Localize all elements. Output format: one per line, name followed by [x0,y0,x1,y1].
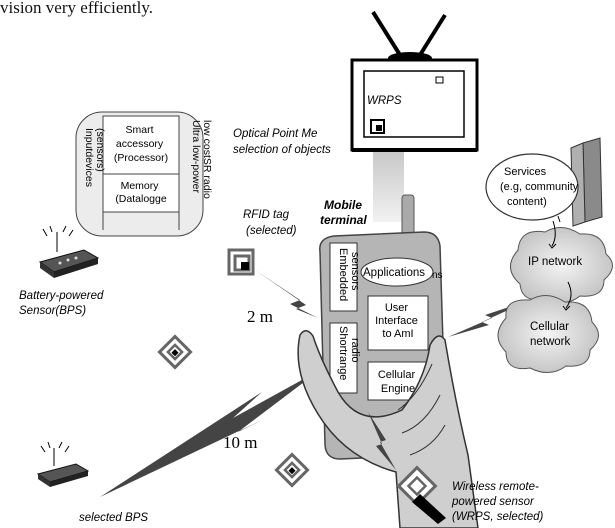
phone-applications-label: Applications [363,267,425,279]
hand-finger-lines [397,363,446,456]
cellular-network-label: Cellular network [530,321,572,348]
lightning-2m-icon [255,270,318,318]
distance-2m-label: 2 m [247,307,273,326]
rfid-tag-icon [227,248,255,276]
optical-label-line1: Optical Point Me [233,128,317,140]
server-icon [570,137,603,227]
phone-embedded-line1: Embedded [337,248,349,301]
mobile-terminal-label: Mobile terminal [320,198,367,227]
phone-shortrange-line2: radio [349,338,361,362]
sensor-node-diagram: Inputdevices (sensors) Smart accessory (… [75,111,213,237]
phone-ui-line2: Interface [375,315,418,327]
wireless-remote-line3: (WRPS, selected) [452,511,544,523]
mobile-phone: Embedded sensors Applications ns Shortra… [319,231,447,460]
header-text: vision very efficiently. [0,0,153,17]
services-line1: Services [504,166,547,178]
battery-sensor-line2: Sensor(BPS) [19,305,86,317]
lightning-10m-icon [100,370,320,497]
cellular-network-line2: network [530,336,571,348]
sensor-radio-line1: Ultra low-power [190,120,202,193]
sensor-memory-line1: Memory [121,180,160,192]
phone-embedded-line2: sensors [349,252,361,291]
sensor-input-line2: (sensors) [94,128,106,172]
phone-shortrange-label: Shortrange radio [337,326,361,384]
sensor-input-line1: Inputdevices [83,128,95,187]
phone-ui-line3: to AmI [382,328,413,340]
sensor-input-label: Inputdevices (sensors) [83,128,106,190]
optical-beam [373,152,404,222]
services-line2: (e.g, community [500,181,579,193]
wrps-selected-icon [396,465,446,524]
phone-cellular-engine-line2: Engine [381,383,415,395]
tag-diamond-icon-1 [157,334,193,370]
phone-applications-suffix: ns [432,270,443,281]
sensor-memory-label: Memory (Datalogge [115,180,167,205]
network-arrows [548,215,572,311]
rfid-label-line1: RFID tag [243,209,290,221]
wireless-remote-line2: powered sensor [451,496,535,508]
services-line3: content) [507,196,547,208]
phone-ui-label: User Interface to AmI [375,302,421,340]
phone-ui-line1: User [385,302,409,314]
battery-sensor-icon [38,225,100,278]
phone-shortrange-line1: Shortrange [337,326,349,380]
sensor-processor-line2: accessory [116,138,164,150]
selected-bps-icon [36,441,90,487]
mobile-terminal-line2: terminal [320,213,367,227]
sensor-memory-line2: (Datalogge [115,193,167,205]
phone-cellular-engine-label: Cellular Engine [378,369,418,395]
phone-antenna [401,194,415,238]
battery-sensor-label: Battery-powered Sensor(BPS) [19,290,107,317]
cellular-network-line1: Cellular [530,321,569,333]
sensor-radio-line2: low costSR radio [201,120,213,199]
rfid-label: RFID tag (selected) [243,209,297,237]
sensor-processor-label: Smart accessory (Processor) [114,124,168,164]
services-label: Services (e.g, community content) [500,166,581,208]
wrps-top-label: WRPS [367,95,402,107]
services-bubble [485,153,579,221]
optical-label-line2: selection of objects [233,144,331,156]
phone-cellular-engine-line1: Cellular [378,369,416,381]
tag-diamond-icon-2 [274,452,310,488]
lightning-wrps-icon [368,412,396,470]
rfid-label-line2: (selected) [246,225,297,237]
wireless-remote-line1: Wireless remote- [452,481,539,493]
cellular-network-cloud [497,295,599,373]
sensor-processor-line3: (Processor) [114,152,168,164]
distance-10m-label: 10 m [223,433,257,452]
battery-sensor-line1: Battery-powered [19,290,104,302]
hand-icon [297,330,479,528]
phone-embedded-label: Embedded sensors [337,248,361,304]
ip-network-label: IP network [528,256,582,268]
optical-label: Optical Point Me selection of objects [233,128,331,156]
wrps-tag-icon [370,119,385,134]
sensor-radio-label: Ultra low-power low costSR radio [190,120,213,199]
wireless-remote-label: Wireless remote- powered sensor (WRPS, s… [451,481,544,523]
mobile-terminal-line1: Mobile [324,198,362,212]
tv-icon [350,10,479,152]
selected-bps-label: selected BPS [79,512,148,524]
sensor-processor-line1: Smart [126,124,154,136]
